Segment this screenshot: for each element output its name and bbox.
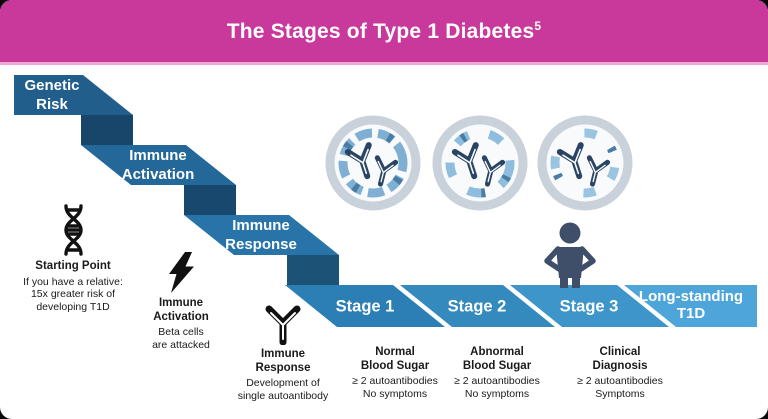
immune-activation-line: are attacked: [152, 338, 210, 351]
stage-2-note-line: No symptoms: [464, 387, 530, 400]
stage-chevron-2: [400, 285, 555, 327]
antibody-icon: [265, 305, 301, 345]
stage-2-note: Abnormal Blood Sugar ≥ 2 autoantibodies …: [431, 346, 563, 400]
immune-response-title: Immune Response: [255, 348, 311, 374]
immune-response-line: Development of: [246, 377, 320, 390]
stage-chevron-3: [510, 285, 669, 327]
stage-1-note-line: No symptoms: [362, 387, 428, 400]
starting-point-line: If you have a relative:: [23, 275, 123, 288]
staircase-shadow-2: [184, 185, 236, 215]
stage-1-note: Normal Blood Sugar ≥ 2 autoantibodies No…: [329, 346, 461, 400]
stage-2-note-line: ≥ 2 autoantibodies: [454, 375, 540, 388]
stage-chevron-long-standing: [624, 285, 757, 327]
person-icon: [544, 222, 596, 288]
staircase: [14, 75, 339, 285]
immune-activation-title: Immune Activation: [153, 297, 209, 323]
stage-2-note-title: Abnormal Blood Sugar: [462, 346, 532, 372]
starting-point-line: 15x greater risk of: [30, 288, 116, 301]
beta-cell-circle-2: [432, 115, 528, 211]
stage-1-label: Stage 1: [335, 297, 395, 316]
step-label-genetic-risk: Genetic Risk: [24, 76, 80, 113]
beta-cell-circle-3: [537, 115, 633, 211]
stage-3-note-line: ≥ 2 autoantibodies: [577, 375, 663, 388]
stage-1-note-line: ≥ 2 autoantibodies: [352, 375, 438, 388]
stage-3-note-title: Clinical Diagnosis: [592, 346, 648, 372]
staircase-step-genetic-risk: [14, 75, 133, 115]
stage-3-note: Clinical Diagnosis ≥ 2 autoantibodies Sy…: [554, 346, 686, 400]
stage-3-label: Stage 3: [559, 297, 619, 316]
page-title-superscript: 5: [534, 18, 542, 33]
stage-3-note-line: Symptoms: [595, 387, 645, 400]
staircase-shadow-1: [81, 115, 133, 145]
immune-activation-note: Immune Activation Beta cells are attacke…: [115, 252, 247, 351]
beta-cell-circle-1: [325, 115, 421, 211]
starting-point-title: Starting Point: [35, 260, 111, 272]
immune-activation-line: Beta cells: [158, 326, 204, 339]
page-title-text: The Stages of Type 1 Diabetes: [226, 19, 535, 43]
lightning-icon: [169, 252, 194, 293]
staircase-step-immune-response: [184, 215, 339, 255]
starting-point-line: developing T1D: [36, 300, 110, 313]
stage-chevron-1: [285, 285, 445, 327]
immune-response-note: Immune Response Development of single au…: [217, 299, 349, 402]
stage-long-standing-label: Long-standing T1D: [638, 287, 744, 322]
stage-1-note-title: Normal Blood Sugar: [360, 346, 430, 372]
immune-response-line: single autoantibody: [237, 389, 329, 402]
starting-point-note: Starting Point If you have a relative: 1…: [7, 203, 139, 313]
step-label-immune-response: Immune Response: [225, 216, 297, 253]
stage-band: [285, 285, 757, 327]
stage-2-label: Stage 2: [447, 297, 507, 316]
staircase-step-immune-activation: [81, 145, 236, 185]
title-banner: The Stages of Type 1 Diabetes5: [0, 0, 768, 65]
page-title: The Stages of Type 1 Diabetes5: [227, 19, 542, 44]
staircase-shadow-3: [287, 255, 339, 285]
step-label-immune-activation: Immune Activation: [121, 146, 195, 183]
dna-icon: [64, 204, 83, 256]
